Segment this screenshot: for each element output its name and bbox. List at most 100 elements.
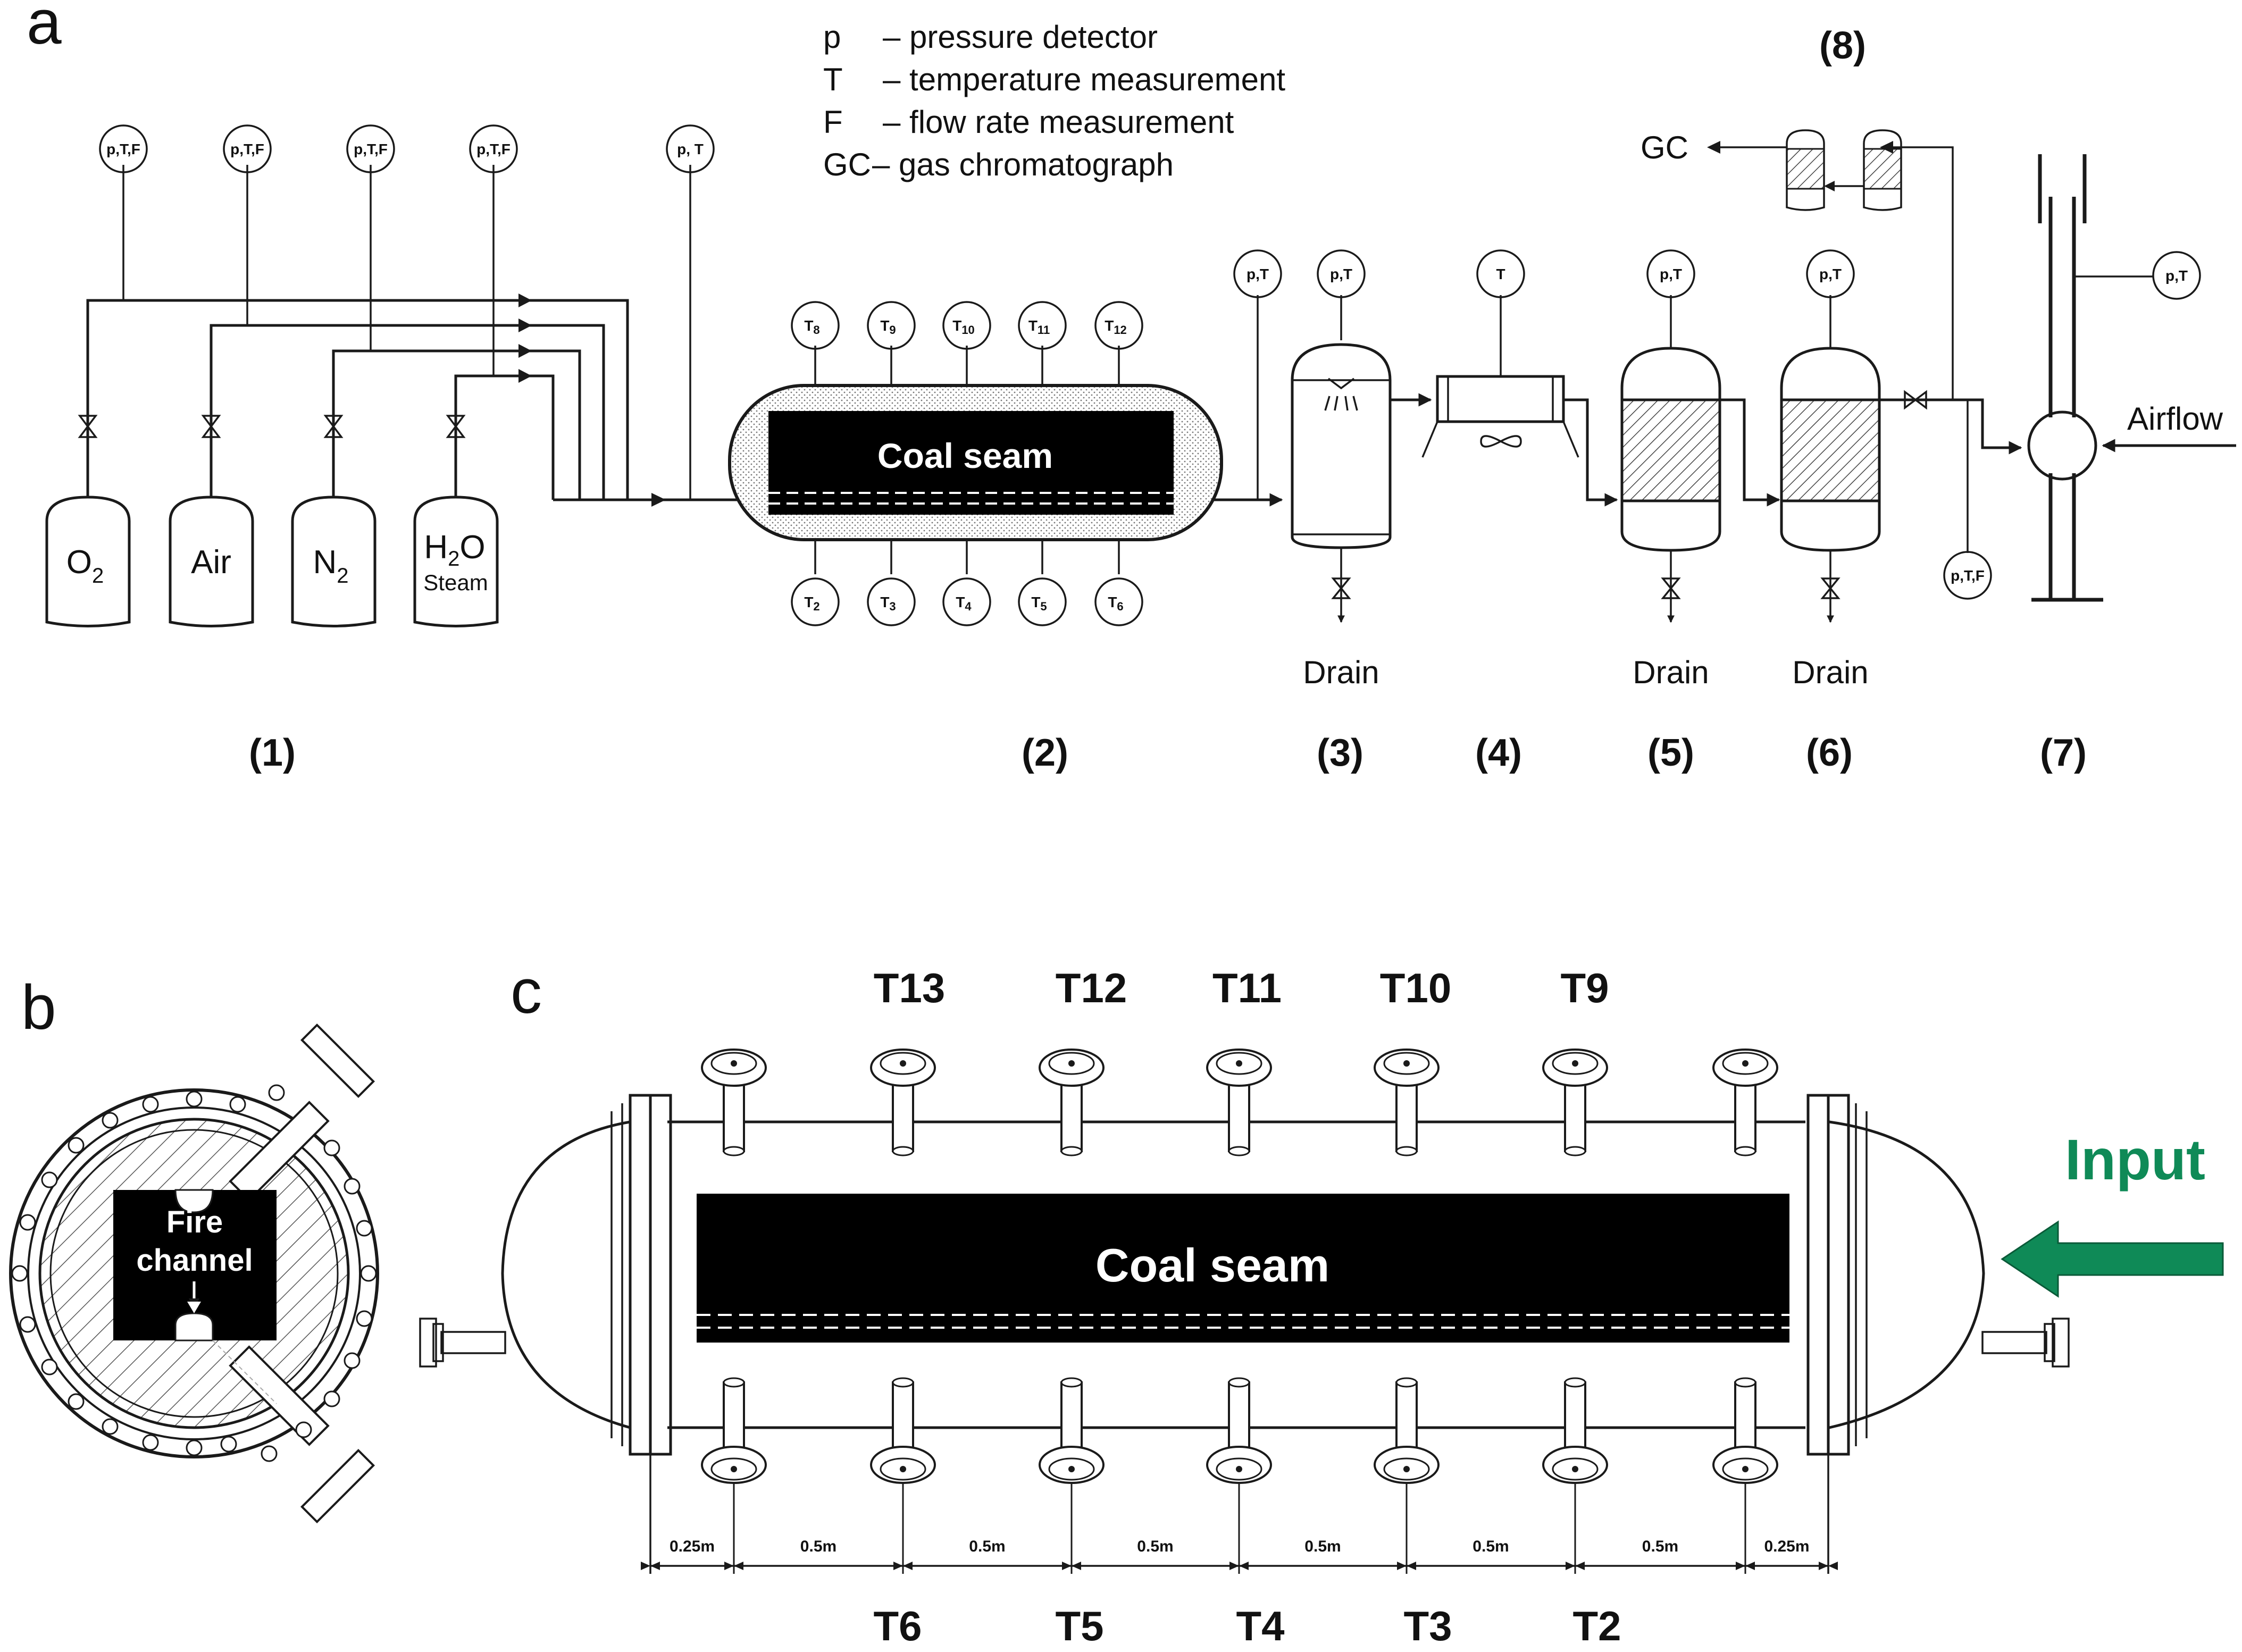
dimension-label: 0.5m [1304,1538,1341,1555]
thermocouple-t11: T11 [1018,301,1067,350]
tank-label-air: Air [191,544,231,581]
tank-label-steam: Steam [423,570,488,595]
port-bottom [1039,1377,1105,1484]
coal-seam-block [768,411,1174,515]
dimension-label: 0.5m [969,1538,1005,1555]
gauge-ptf-air: p,T,F [223,124,272,173]
thermocouple-labels-c: T13 T12 T11 T10 T9 T6 T5 T4 T3 T2 [873,965,1621,1649]
legend-symbol-gc: GC [823,147,871,182]
tc-label-t10: T10 [1380,965,1451,1011]
svg-text:T10: T10 [952,317,975,337]
svg-text:N2: N2 [313,544,348,588]
svg-text:T5: T5 [1031,594,1047,613]
side-nozzle-left [419,1318,506,1368]
port-top [1206,1049,1272,1156]
coal-seam-block-c [697,1194,1789,1343]
port-bottom [1542,1377,1608,1484]
legend-text-t: – temperature measurement [883,62,1285,97]
dimension-label: 0.5m [1473,1538,1509,1555]
svg-text:p,T: p,T [1660,266,1682,282]
svg-text:p,T,F: p,T,F [354,141,388,157]
svg-text:O2: O2 [66,544,104,588]
panel-letter-c: c [511,957,542,1027]
svg-text:T12: T12 [1105,317,1127,337]
svg-text:p, T: p, T [677,141,704,157]
gauge-pt-inlet: p, T [666,124,715,173]
panel-letter-b: b [21,972,56,1043]
svg-text:T9: T9 [880,317,896,337]
svg-text:p,T: p,T [1819,266,1842,282]
tc-label-t6: T6 [873,1603,922,1649]
unit-labels: (1) (2) (3) (4) (5) (6) (7) (8) [249,24,2087,774]
cross-section: Fire channel [9,1023,379,1524]
sampling-filters: GC [1641,129,1902,211]
tc-label-t2: T2 [1572,1603,1621,1649]
gauge-ptf-n2: p,T,F [346,124,395,173]
valve-icon [78,415,98,438]
legend-symbol-f: F [823,104,843,140]
svg-text:T11: T11 [1028,317,1050,337]
drain-label-3: Drain [1303,655,1379,690]
port-bottom [1206,1377,1272,1484]
svg-text:p,T,F: p,T,F [1951,567,1985,584]
dimension-label: 0.5m [1137,1538,1173,1555]
unit-label-8: (8) [1819,24,1866,67]
panel-letter-a: a [27,0,62,57]
tc-label-t5: T5 [1055,1603,1103,1649]
gauge-ptf-exhaust: p,T,F [1943,551,1992,600]
svg-text:T6: T6 [1108,594,1123,613]
thermocouple-t10: T10 [942,301,991,350]
legend-symbol-t: T [823,62,843,97]
legend-text-gc: – gas chromatograph [872,147,1174,182]
svg-text:H2O: H2O [424,529,485,571]
unit-label-4: (4) [1475,732,1522,774]
port-top [701,1049,767,1156]
valve-icon [446,415,466,438]
unit-label-1: (1) [249,732,296,774]
port-top [1374,1049,1440,1156]
valve-icon [1904,390,1927,410]
drain-label-6: Drain [1792,655,1868,690]
drain-label-5: Drain [1633,655,1709,690]
svg-text:T3: T3 [880,594,896,613]
tank-label-h2o: H [424,529,448,566]
dimension-label: 0.5m [800,1538,836,1555]
tank-label-n2: N [313,544,337,581]
unit-label-3: (3) [1317,732,1363,774]
tank-air: Air [169,496,254,627]
input-arrow: Input [2001,1127,2224,1298]
legend-text-f: – flow rate measurement [883,104,1234,140]
gauge-pt-outlet: p,T [1233,249,1282,298]
svg-text:p,T: p,T [1330,266,1352,282]
svg-text:T: T [1496,266,1505,282]
dimension-label: 0.5m [1642,1538,1678,1555]
flange-bolts [11,1084,377,1462]
svg-text:T2: T2 [804,594,819,613]
port-bottom [1374,1377,1440,1484]
tc-label-t9: T9 [1560,965,1609,1011]
side-nozzle-right [1981,1318,2070,1368]
scrubber-6: p,T Drain [1780,249,1881,690]
port-top [1542,1049,1608,1156]
thermocouple-t4: T4 [942,577,991,626]
gauge-pt-5: p,T [1646,249,1695,298]
gauge-pt-stack: p,T [2152,251,2201,300]
gc-label: GC [1641,130,1688,165]
legend: p – pressure detector T – temperature me… [823,19,1285,182]
tank-n2: N2 [291,496,377,627]
flange-nozzle-bottom [229,1345,375,1524]
svg-text:p,T,F: p,T,F [230,141,264,157]
svg-text:p,T: p,T [2165,267,2188,284]
valve-icon [1820,577,1841,599]
tank-label-o2: O [66,544,92,581]
airflow-label: Airflow [2127,401,2223,437]
input-label: Input [2065,1127,2205,1192]
valve-icon [323,415,344,438]
fire-channel-label-line1: Fire [166,1205,223,1239]
tc-label-t11: T11 [1212,965,1282,1011]
scrubber-5: p,T Drain [1620,249,1780,690]
separator-unit: p,T p,T Drain [1233,249,1392,690]
port-top [1712,1049,1778,1156]
valve-icon [1661,577,1681,599]
